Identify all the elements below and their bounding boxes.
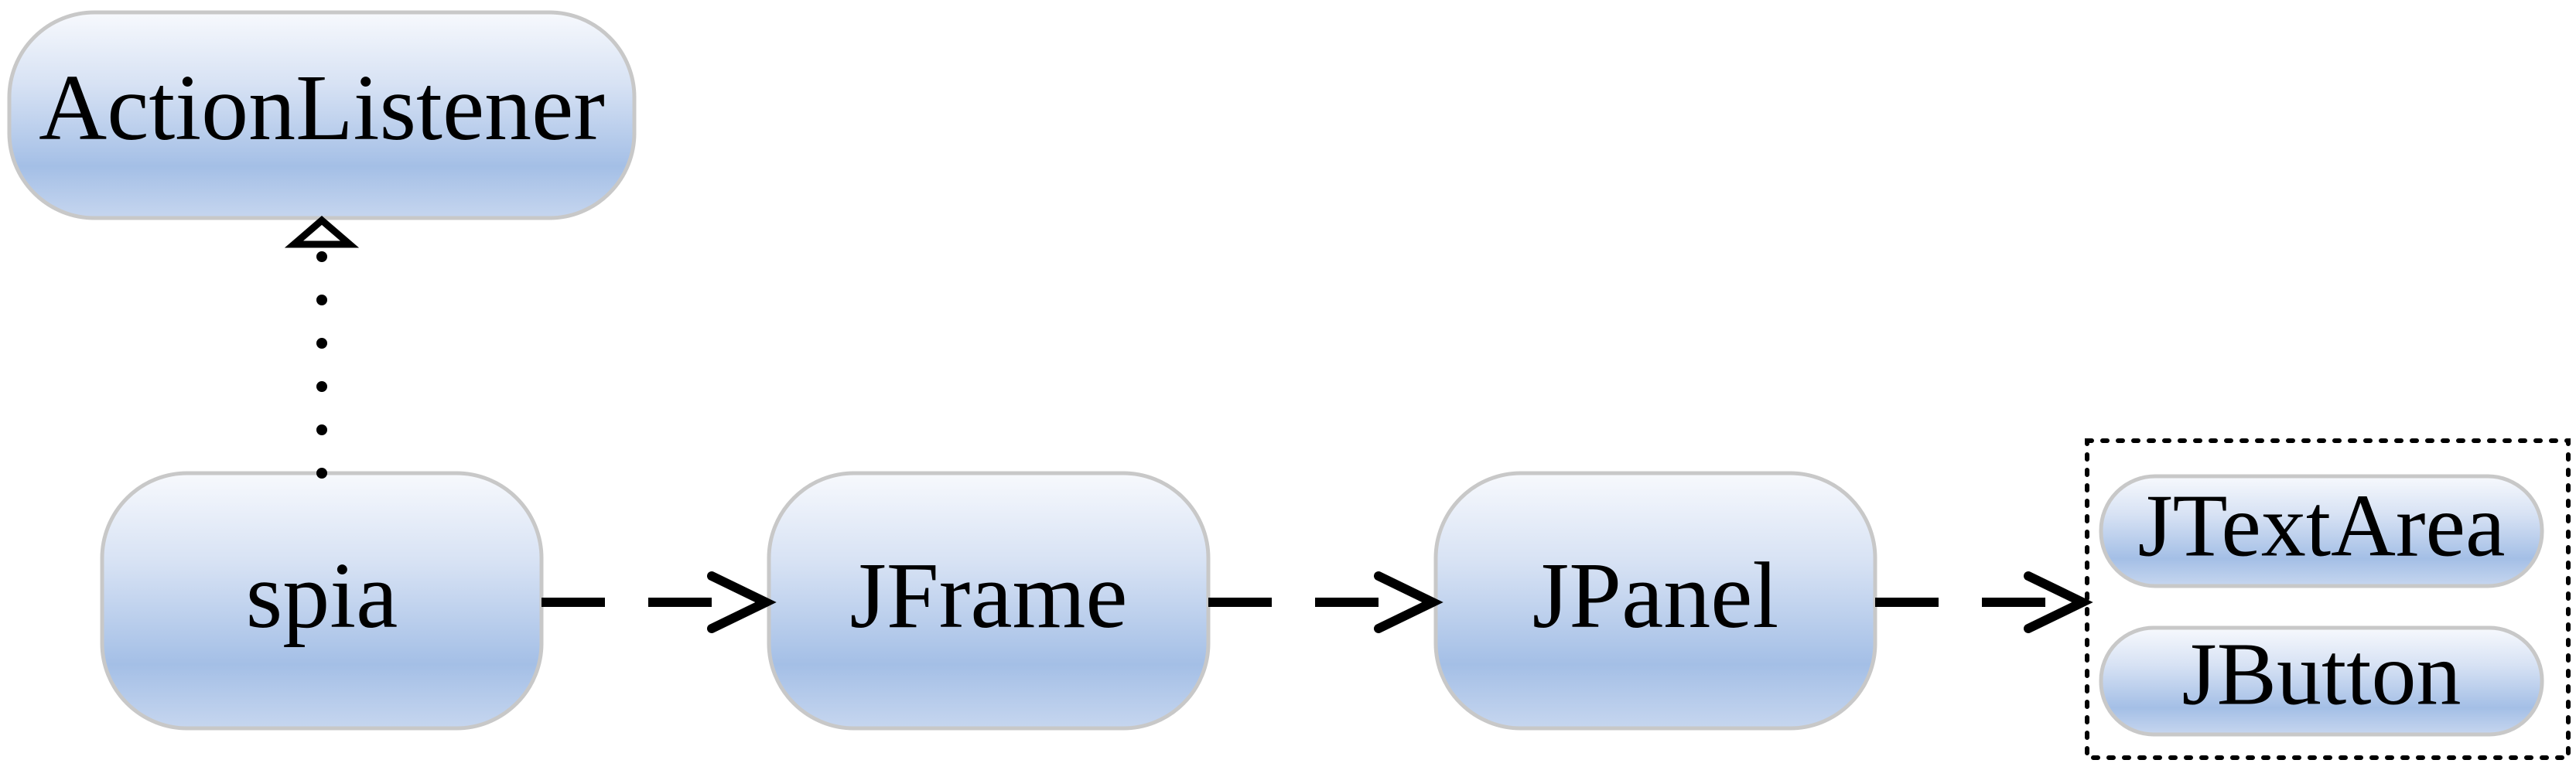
edge-dependency-jframe-jpanel bbox=[1208, 571, 1443, 633]
edge-realization-spia-actionlistener bbox=[284, 216, 360, 479]
open-arrowhead bbox=[1374, 571, 1443, 633]
node-label-jframe: JFrame bbox=[849, 544, 1127, 648]
node-label-jbutton: JButton bbox=[2182, 625, 2462, 724]
node-jpanel: JPanel bbox=[1433, 471, 1877, 731]
hollow-triangle-arrowhead bbox=[284, 216, 360, 248]
edge-dependency-spia-jframe bbox=[542, 571, 777, 633]
node-label-jtextarea: JTextArea bbox=[2138, 477, 2506, 576]
node-label-jpanel: JPanel bbox=[1532, 544, 1779, 648]
node-label-action-listener: ActionListener bbox=[39, 56, 605, 160]
open-arrowhead bbox=[2024, 571, 2093, 633]
node-jbutton: JButton bbox=[2099, 625, 2544, 737]
open-arrowhead bbox=[707, 571, 777, 633]
component-group-box bbox=[2085, 438, 2571, 760]
node-action-listener: ActionListener bbox=[7, 10, 637, 220]
node-jframe: JFrame bbox=[767, 471, 1211, 731]
node-spia: spia bbox=[100, 471, 544, 731]
node-label-spia: spia bbox=[246, 544, 398, 648]
edge-dependency-jpanel-components bbox=[1875, 571, 2093, 633]
node-jtextarea: JTextArea bbox=[2099, 474, 2544, 588]
